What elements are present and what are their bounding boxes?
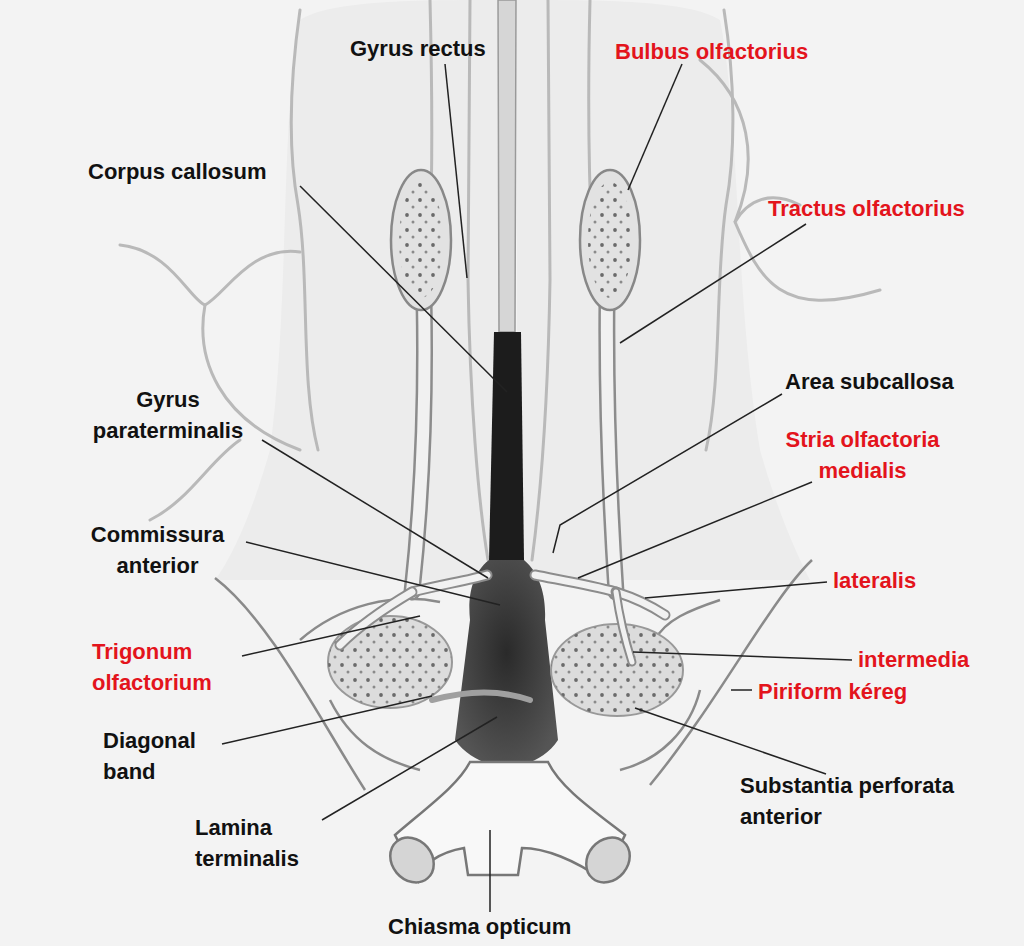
part-label: Piriform kéreg	[758, 676, 907, 707]
part-label: intermedia	[858, 644, 969, 675]
part-label: Bulbus olfactorius	[615, 36, 808, 67]
part-label: Chiasma opticum	[388, 911, 571, 942]
part-label: Trigonum olfactorium	[92, 636, 242, 698]
part-label: Lamina terminalis	[195, 812, 325, 874]
part-label: Gyrus paraterminalis	[72, 384, 264, 446]
part-label: Corpus callosum	[88, 156, 266, 187]
part-label: Commissura anterior	[70, 519, 245, 581]
part-label: Substantia perforata anterior	[740, 770, 1015, 832]
part-label: Tractus olfactorius	[768, 193, 965, 224]
part-label: Stria olfactoria medialis	[760, 424, 965, 486]
part-label: Area subcallosa	[785, 366, 954, 397]
part-label: lateralis	[833, 565, 916, 596]
part-label: Diagonal band	[103, 725, 223, 787]
part-label: Gyrus rectus	[350, 33, 486, 64]
